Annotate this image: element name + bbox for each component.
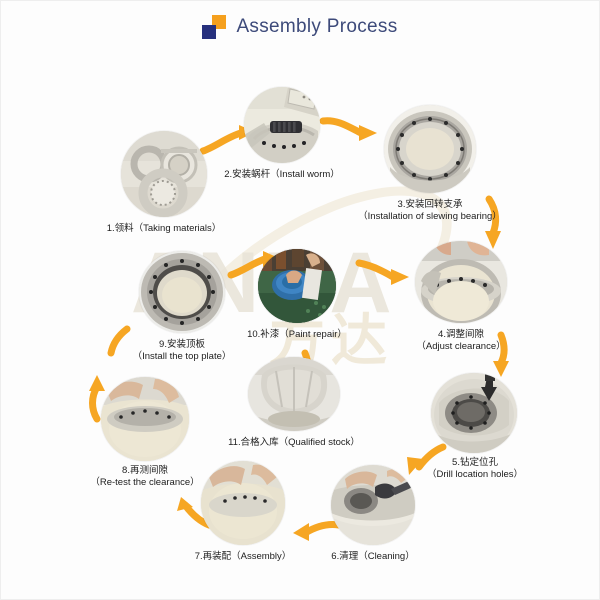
step-node-qualified-stock[interactable]: 11.合格入库（Qualified stock） — [228, 357, 360, 448]
step-caption-5: 5.钻定位孔 （Drill location holes） — [426, 457, 524, 480]
step-photo-6[interactable] — [331, 465, 415, 545]
arrow-step3-to-step4 — [477, 195, 519, 255]
step-photo-9[interactable] — [139, 251, 225, 333]
step-photo-5[interactable] — [431, 373, 517, 453]
step-photo-1[interactable] — [121, 131, 207, 217]
step-node-re-assembly[interactable]: 7.再装配（Assembly） — [195, 461, 291, 562]
step-photo-10[interactable] — [258, 249, 336, 323]
step-node-install-worm[interactable]: 2.安装蜗杆（Install worm） — [224, 87, 340, 180]
step-caption-9: 9.安装顶板 （Install the top plate） — [132, 339, 232, 362]
step-caption-3: 3.安装回转支承 （Installation of slewing bearin… — [358, 199, 502, 222]
step-node-install-top-plate[interactable]: 9.安装顶板 （Install the top plate） — [133, 251, 231, 362]
step-caption-11: 11.合格入库（Qualified stock） — [228, 437, 360, 448]
step-photo-8[interactable] — [101, 377, 189, 461]
step-node-re-test-clearance[interactable]: 8.再测间隙 （Re-test the clearance） — [90, 377, 200, 488]
step-caption-10: 10.补漆（Paint repair） — [247, 329, 347, 340]
arrow-step9-marker — [105, 319, 139, 357]
step-node-drill-location-holes[interactable]: 5.钻定位孔 （Drill location holes） — [427, 373, 523, 480]
step-caption-2: 2.安装蜗杆（Install worm） — [224, 169, 340, 180]
step-photo-2[interactable] — [244, 87, 320, 163]
step-node-adjust-clearance[interactable]: 4.调整间隙 （Adjust clearance） — [415, 241, 507, 352]
page-title: Assembly Process — [236, 16, 398, 37]
step-node-paint-repair[interactable]: 10.补漆（Paint repair） — [247, 249, 347, 340]
step-caption-1: 1.领料（Taking materials） — [106, 223, 222, 234]
arrow-step10-to-step4 — [355, 251, 415, 287]
step-photo-11[interactable] — [248, 357, 340, 431]
logo-squares-icon — [202, 15, 227, 39]
page-header: Assembly Process — [1, 15, 599, 39]
step-caption-6: 6.清理（Cleaning） — [331, 551, 415, 562]
blue-square-icon — [202, 25, 217, 39]
step-node-cleaning[interactable]: 6.清理（Cleaning） — [331, 465, 415, 562]
step-node-taking-materials[interactable]: 1.领料（Taking materials） — [107, 131, 221, 234]
step-caption-4: 4.调整间隙 （Adjust clearance） — [416, 329, 506, 352]
step-photo-4[interactable] — [415, 241, 507, 323]
arrow-step2-to-step3 — [319, 109, 383, 149]
step-photo-7[interactable] — [201, 461, 285, 545]
step-caption-8: 8.再测间隙 （Re-test the clearance） — [90, 465, 200, 488]
step-caption-7: 7.再装配（Assembly） — [194, 551, 292, 562]
step-node-install-slewing-bearing[interactable]: 3.安装回转支承 （Installation of slewing bearin… — [358, 105, 502, 222]
step-photo-3[interactable] — [384, 105, 476, 193]
arrow-step4-to-step5 — [485, 331, 525, 381]
